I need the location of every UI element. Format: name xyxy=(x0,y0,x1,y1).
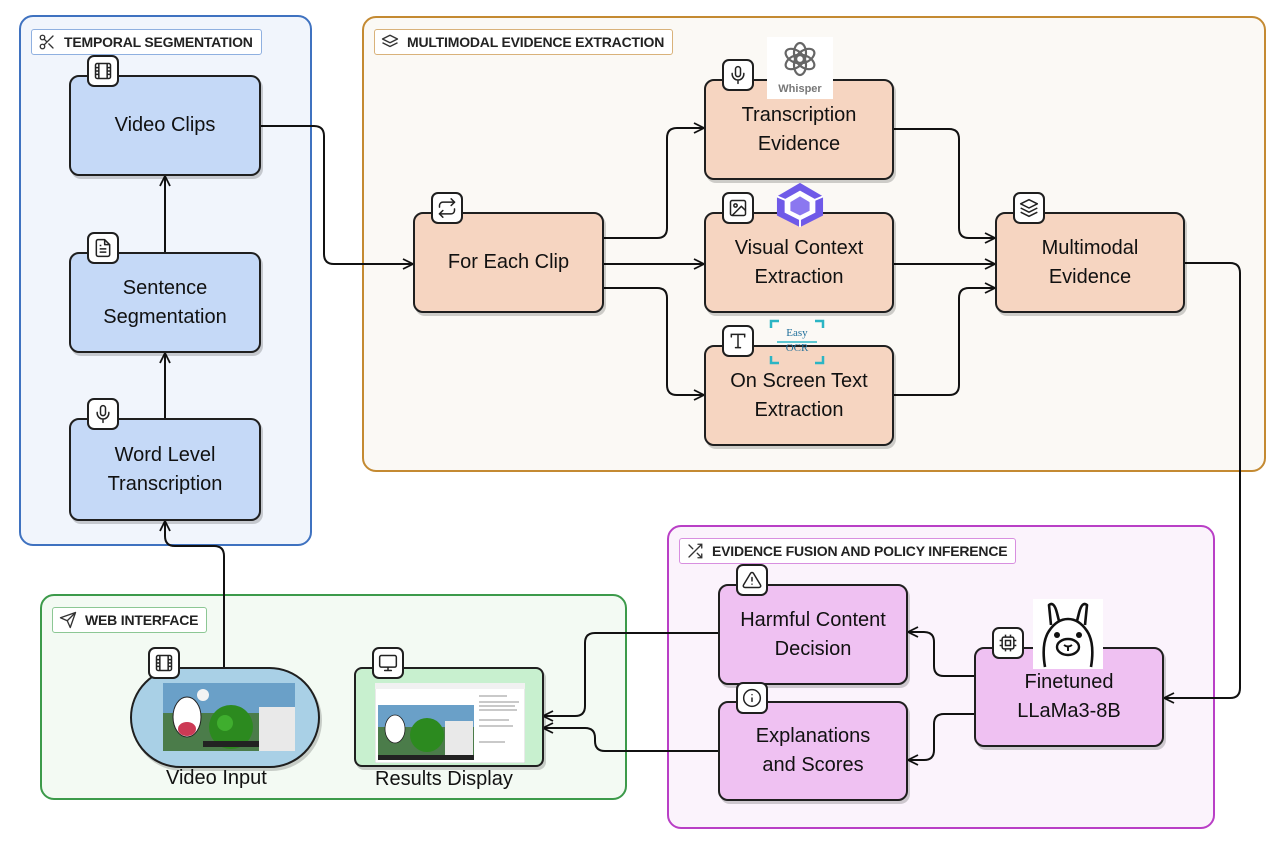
info-icon xyxy=(736,682,768,714)
easyocr-logo-line1: Easy xyxy=(786,327,808,339)
on-screen-text-extraction-node: On Screen Text Extraction xyxy=(704,345,894,446)
for-each-clip-node: For Each Clip xyxy=(413,212,604,313)
layers-icon xyxy=(1013,192,1045,224)
vision-model-logo xyxy=(776,182,824,228)
send-icon xyxy=(59,611,77,629)
video-thumbnail xyxy=(163,683,295,751)
video-clips-node: Video Clips xyxy=(69,75,261,176)
arrow-explanations-to-results xyxy=(542,728,719,752)
arrow-llama-to-explanations xyxy=(907,713,975,760)
explanations-and-scores-node: Explanations and Scores xyxy=(718,701,908,801)
monitor-icon xyxy=(372,647,404,679)
arrow-foreach-to-onscreen-text xyxy=(603,287,705,395)
multimodal-evidence-node: Multimodal Evidence xyxy=(995,212,1185,313)
arrow-onscreen-to-multimodal xyxy=(893,288,996,396)
sentence-segmentation-node: Sentence Segmentation xyxy=(69,252,261,353)
arrow-clips-to-foreach xyxy=(260,125,414,264)
chip-icon xyxy=(992,627,1024,659)
results-display-label: Results Display xyxy=(375,768,513,790)
type-icon xyxy=(722,325,754,357)
harmful-content-decision-node: Harmful Content Decision xyxy=(718,584,908,685)
easyocr-logo-line2: OCR xyxy=(785,342,809,354)
temporal-segmentation-tag: TEMPORAL SEGMENTATION xyxy=(31,29,262,55)
results-display-panel[interactable] xyxy=(354,667,544,767)
video-input-capsule[interactable] xyxy=(130,667,320,768)
warning-icon xyxy=(736,564,768,596)
video-input-label: Video Input xyxy=(166,767,267,789)
llama-logo xyxy=(1033,599,1103,669)
arrow-harmful-to-results xyxy=(542,632,719,716)
multimodal-extraction-tag: MULTIMODAL EVIDENCE EXTRACTION xyxy=(374,29,674,55)
arrow-llama-to-harmful xyxy=(907,632,975,677)
evidence-fusion-title: EVIDENCE FUSION AND POLICY INFERENCE xyxy=(712,543,1008,559)
word-level-transcription-node: Word Level Transcription xyxy=(69,418,261,521)
evidence-fusion-tag: EVIDENCE FUSION AND POLICY INFERENCE xyxy=(679,538,1017,564)
film-icon xyxy=(87,55,119,87)
layers-icon xyxy=(381,34,399,48)
web-interface-tag: WEB INTERFACE xyxy=(52,607,208,633)
document-icon xyxy=(87,232,119,264)
repeat-icon xyxy=(431,192,463,224)
web-interface-title: WEB INTERFACE xyxy=(85,612,199,628)
easyocr-logo: Easy OCR xyxy=(769,318,825,366)
arrow-multimodal-to-llama xyxy=(1163,262,1241,698)
visual-context-extraction-node: Visual Context Extraction xyxy=(704,212,894,313)
microphone-icon xyxy=(87,398,119,430)
whisper-logo-text: Whisper xyxy=(778,83,822,95)
whisper-logo: Whisper xyxy=(767,37,833,99)
shuffle-icon xyxy=(688,543,703,559)
arrow-foreach-to-transcription-evidence xyxy=(603,128,705,239)
temporal-segmentation-title: TEMPORAL SEGMENTATION xyxy=(64,34,253,50)
arrow-transcription-to-multimodal xyxy=(893,128,996,238)
image-icon xyxy=(722,192,754,224)
arrow-input-to-transcription xyxy=(165,520,225,668)
results-screenshot xyxy=(375,683,525,763)
microphone-icon xyxy=(722,59,754,91)
film-icon xyxy=(148,647,180,679)
multimodal-extraction-title: MULTIMODAL EVIDENCE EXTRACTION xyxy=(407,34,665,50)
scissors-icon xyxy=(39,34,54,50)
